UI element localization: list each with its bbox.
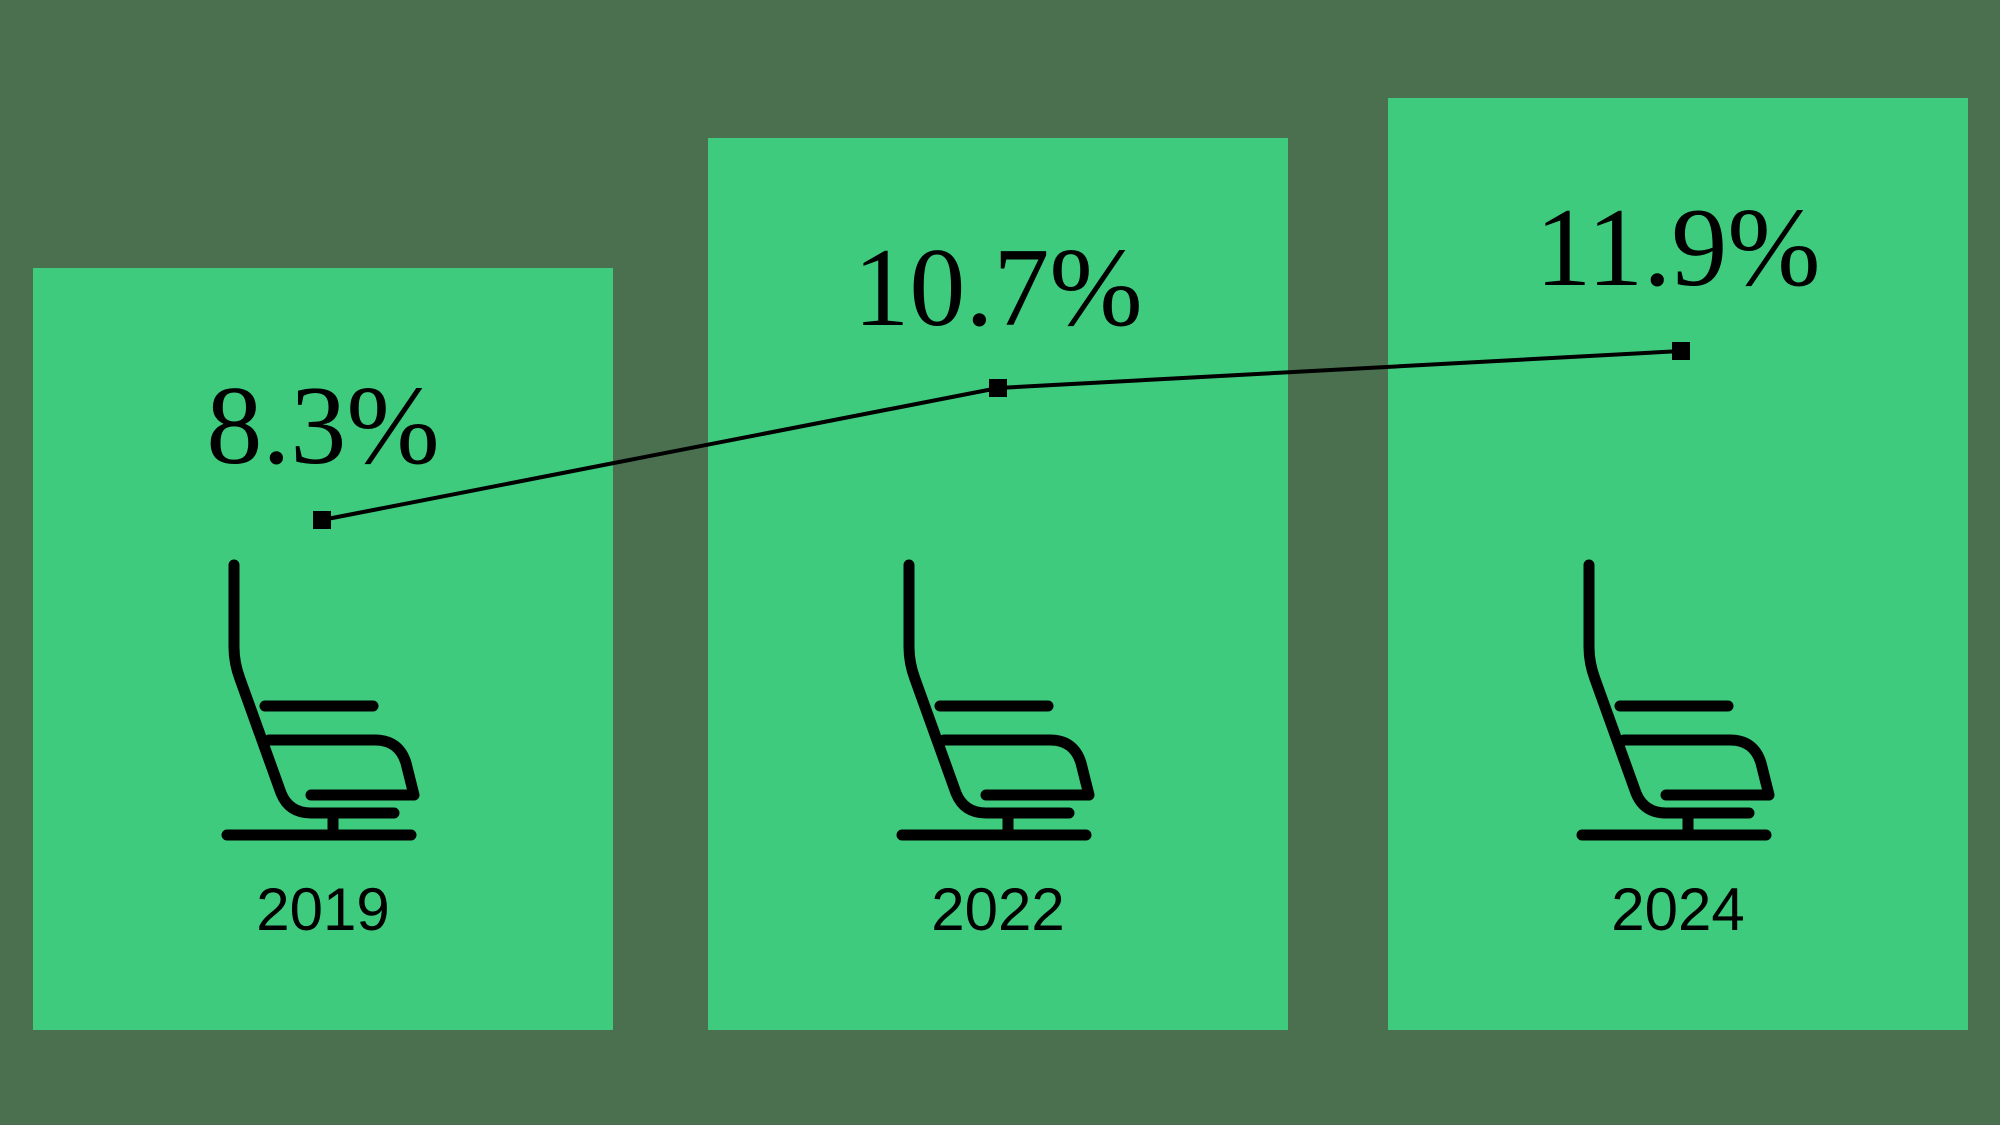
category-label-2024: 2024 [1611,876,1745,943]
value-label-2022: 10.7% [853,226,1143,350]
bar-2024 [1388,98,1968,1030]
category-label-2022: 2022 [931,876,1065,943]
airline-seat-icon [888,555,1108,845]
value-label-2024: 11.9% [1535,186,1821,310]
bar-2022 [708,138,1288,1030]
airline-seat-icon [213,555,433,845]
value-label-2019: 8.3% [206,364,440,488]
airline-seat-icon [1568,555,1788,845]
category-label-2019: 2019 [256,876,390,943]
